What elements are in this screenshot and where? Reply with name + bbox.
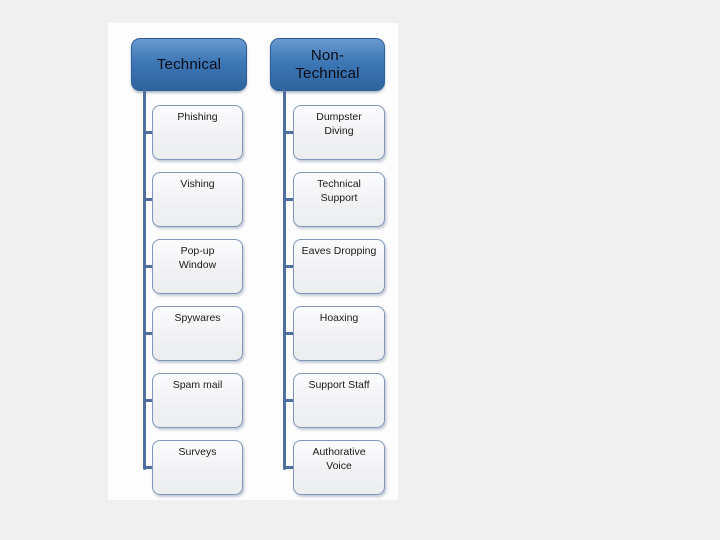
- connector-stub: [283, 466, 294, 469]
- node-label: Spam mail: [172, 379, 223, 391]
- node-spywares: Spywares: [152, 306, 243, 361]
- node-label: Pop-up Window: [178, 245, 217, 271]
- connector-trunk-technical: [143, 90, 146, 470]
- header-label-non-technical: Non- Technical: [295, 46, 360, 82]
- node-hoaxing: Hoaxing: [293, 306, 385, 361]
- node-dumpster-diving: Dumpster Diving: [293, 105, 385, 160]
- connector-stub: [283, 265, 294, 268]
- node-label: Phishing: [177, 111, 218, 123]
- diagram-column-technical: Technical Phishing Vishing Pop-up Window…: [131, 38, 261, 495]
- connector-stub: [143, 332, 153, 335]
- node-support-staff: Support Staff: [293, 373, 385, 428]
- connector-stub: [283, 198, 294, 201]
- node-label: Support Staff: [308, 379, 370, 391]
- slide-canvas: Technical Phishing Vishing Pop-up Window…: [108, 23, 398, 500]
- node-spam-mail: Spam mail: [152, 373, 243, 428]
- node-phishing: Phishing: [152, 105, 243, 160]
- node-label: Eaves Dropping: [301, 245, 377, 257]
- node-label: Dumpster Diving: [316, 111, 362, 137]
- node-label: Spywares: [174, 312, 221, 324]
- header-box-non-technical: Non- Technical: [270, 38, 385, 91]
- connector-stub: [143, 466, 153, 469]
- node-authorative-voice: Authorative Voice: [293, 440, 385, 495]
- header-box-technical: Technical: [131, 38, 247, 91]
- node-technical-support: Technical Support: [293, 172, 385, 227]
- node-vishing: Vishing: [152, 172, 243, 227]
- diagram-column-non-technical: Non- Technical Dumpster Diving Technical…: [270, 38, 400, 495]
- node-label: Hoaxing: [319, 312, 359, 324]
- node-eaves-dropping: Eaves Dropping: [293, 239, 385, 294]
- node-surveys: Surveys: [152, 440, 243, 495]
- node-label: Surveys: [178, 446, 217, 458]
- connector-trunk-non-technical: [283, 90, 286, 470]
- node-label: Authorative Voice: [312, 446, 366, 472]
- header-label-technical: Technical: [156, 55, 222, 73]
- connector-stub: [143, 399, 153, 402]
- node-label: Vishing: [180, 178, 215, 190]
- node-label: Technical Support: [317, 178, 361, 204]
- connector-stub: [283, 131, 294, 134]
- connector-stub: [143, 265, 153, 268]
- connector-stub: [143, 131, 153, 134]
- connector-stub: [143, 198, 153, 201]
- connector-stub: [283, 332, 294, 335]
- node-popup-window: Pop-up Window: [152, 239, 243, 294]
- connector-stub: [283, 399, 294, 402]
